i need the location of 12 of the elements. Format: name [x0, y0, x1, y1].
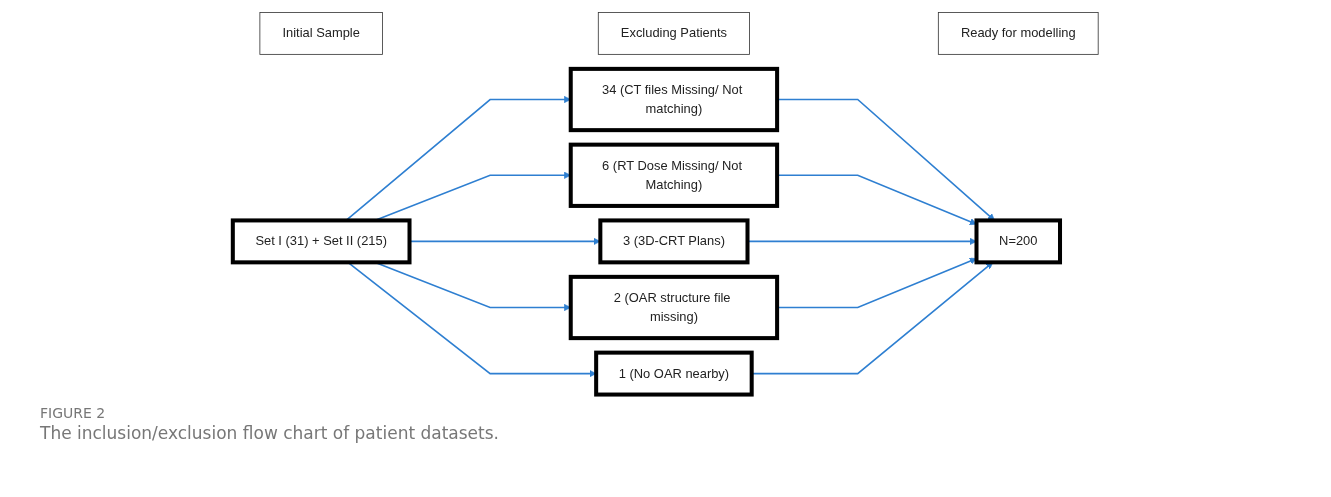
node-box: N=200 — [974, 218, 1063, 265]
node-box: Set I (31) + Set II (215) — [230, 218, 412, 265]
node-box: Ready for modelling — [937, 12, 1099, 55]
figure-number: FIGURE 2 — [40, 405, 107, 421]
node-box: 34 (CT files Missing/ Not matching) — [568, 66, 780, 133]
node-box: Excluding Patients — [597, 12, 750, 55]
node-box: 3 (3D-CRT Plans) — [598, 218, 750, 265]
caption: The inclusion/exclusion flow chart of patient datasets. — [40, 423, 500, 443]
node-box: Initial Sample — [259, 12, 383, 55]
node-box: 6 (RT Dose Missing/ Not Matching) — [568, 142, 780, 208]
node-box: 1 (No OAR nearby) — [594, 350, 754, 397]
node-box: 2 (OAR structure file missing) — [568, 274, 780, 341]
